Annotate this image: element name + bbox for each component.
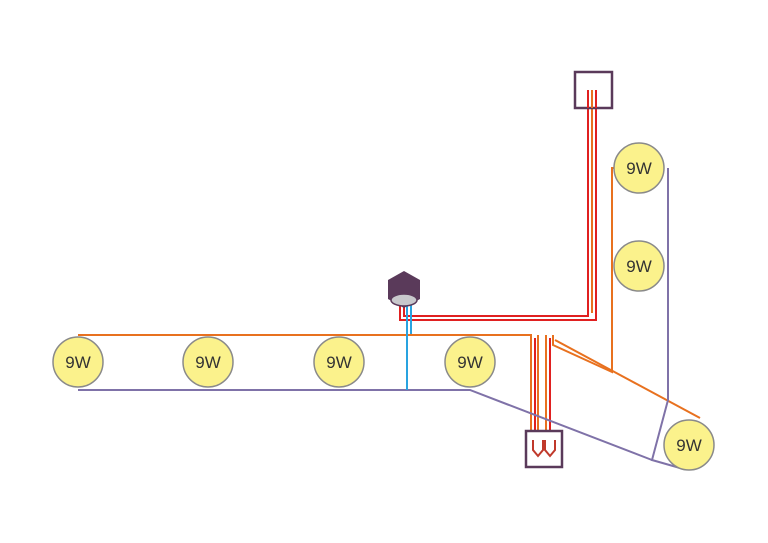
- lamp-bulb-icon: [182, 336, 234, 388]
- lamp-wattage-label: 9W: [626, 257, 652, 276]
- switch-feed-sensor-return: [403, 88, 589, 317]
- lamp: 9W: [613, 142, 665, 194]
- lamp: 9W: [52, 336, 104, 388]
- lamp-bulb-icon: [663, 419, 715, 471]
- lamp-bulb-icon: [613, 142, 665, 194]
- lamps: 9W 9W 9W 9W 9W 9W 9W: [52, 142, 715, 471]
- top-junction-box: [573, 70, 614, 110]
- live-wire-to-lower-right-lamp: [554, 339, 701, 419]
- neutral-wire-main-bus: [78, 389, 653, 461]
- live-wires: [78, 88, 701, 452]
- earth-wires: [406, 300, 412, 390]
- lamp-bulb-icon: [52, 336, 104, 388]
- wires: [78, 88, 701, 469]
- lamp: 9W: [182, 336, 234, 388]
- lamp: 9W: [313, 336, 365, 388]
- lamp-wattage-label: 9W: [676, 436, 702, 455]
- lamp-wattage-label: 9W: [65, 353, 91, 372]
- lamp-wattage-label: 9W: [457, 353, 483, 372]
- lamp-bulb-icon: [444, 336, 496, 388]
- lamp-wattage-label: 9W: [626, 159, 652, 178]
- lamp-bulb-icon: [613, 240, 665, 292]
- bottom-junction-box: [524, 429, 564, 469]
- neutral-wires: [78, 168, 681, 469]
- lamp-bulb-icon: [313, 336, 365, 388]
- live-wire-to-right-lamps: [552, 167, 618, 374]
- live-wire-main-bus: [78, 334, 532, 450]
- lamp-wattage-label: 9W: [326, 353, 352, 372]
- neutral-wire-right-column: [650, 168, 681, 469]
- lamp: 9W: [663, 419, 715, 471]
- lamp-wattage-label: 9W: [195, 353, 221, 372]
- lamp: 9W: [444, 336, 496, 388]
- motion-sensor: [388, 271, 420, 308]
- switch-feed-wires: [399, 88, 597, 450]
- switch-feed-top-box-to-sensor: [399, 88, 597, 321]
- lamp: 9W: [613, 240, 665, 292]
